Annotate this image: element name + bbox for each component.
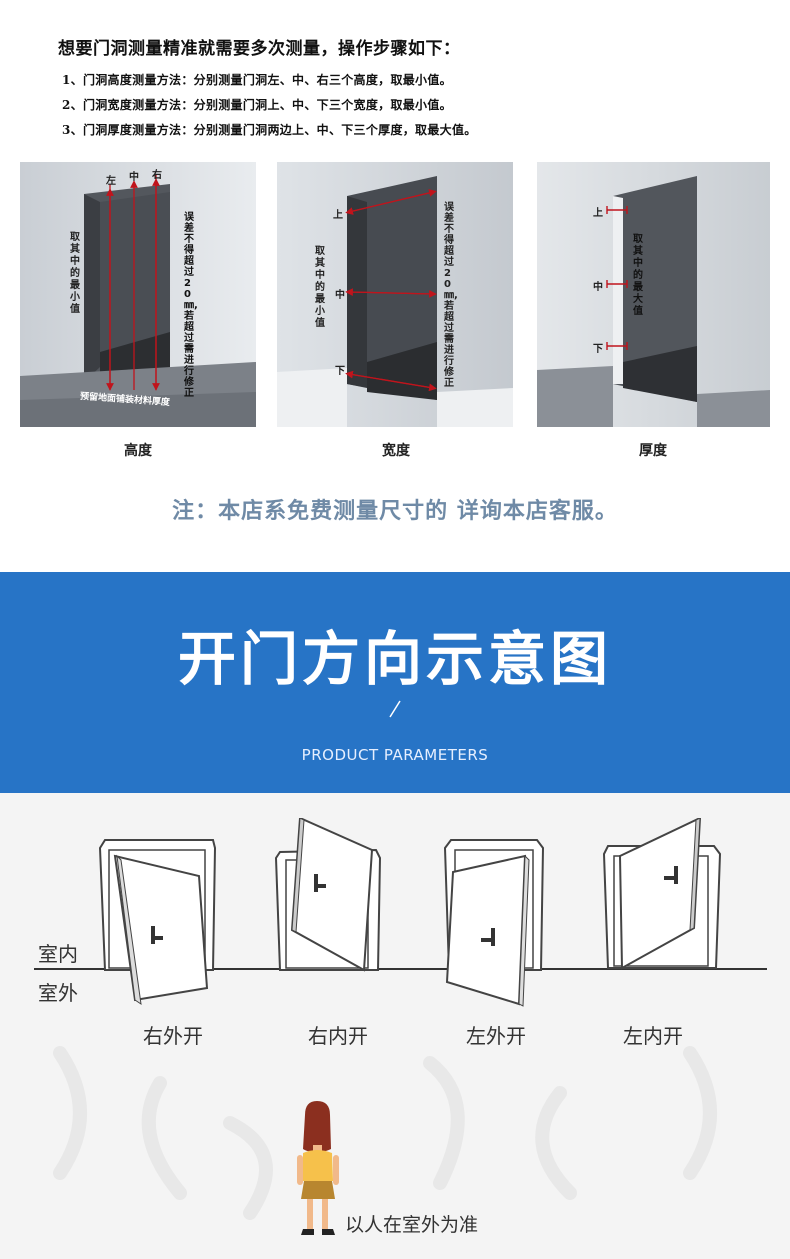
door-caption-right-outward: 右外开 <box>143 1024 203 1048</box>
height-side-note: 取其中的最小值 <box>70 232 80 315</box>
height-error-note: 误差不得超过20㎜,若超过需进行修正 <box>184 212 198 399</box>
measurement-section: 想要门洞测量精准就需要多次测量，操作步骤如下： 1、门洞高度测量方法：分别测量门… <box>0 0 790 560</box>
door-direction-section: 室内 室外 右外开 右内开 左外开 左内开 <box>0 793 790 1259</box>
banner-title: 开门方向示意图 <box>177 625 612 693</box>
outdoor-label: 室外 <box>38 981 78 1005</box>
direction-banner: 开门方向示意图 PRODUCT PARAMETERS <box>0 572 790 793</box>
width-label-mid: 中 <box>335 290 345 301</box>
door-caption-left-inward: 左内开 <box>623 1024 683 1048</box>
measure-step-thickness: 3、门洞厚度测量方法：分别测量门洞两边上、中、下三个厚度，取最大值。 <box>62 123 477 137</box>
width-side-note: 取其中的最小值 <box>315 246 325 329</box>
measure-step-height: 1、门洞高度测量方法：分别测量门洞左、中、右三个高度，取最小值。 <box>62 73 452 87</box>
height-top-label-mid: 中 <box>129 172 139 183</box>
measure-title: 想要门洞测量精准就需要多次测量，操作步骤如下： <box>58 39 461 59</box>
thickness-label-top: 上 <box>593 208 603 219</box>
thickness-diagram: 上 中 下 取其中的最大值 <box>537 162 770 427</box>
person-figure-icon <box>297 1101 339 1235</box>
thickness-side-note: 取其中的最大值 <box>633 234 643 317</box>
width-diagram: 上 中 下 取其中的最小值 误差不得超过20㎜,若超过需进行修正 <box>277 162 513 427</box>
door-left-outward-icon <box>443 839 545 1007</box>
thickness-label-mid: 中 <box>593 282 603 293</box>
door-right-inward-icon <box>274 818 382 972</box>
banner-subtitle: PRODUCT PARAMETERS <box>301 746 489 764</box>
caption-width: 宽度 <box>382 443 410 459</box>
door-left-inward-icon <box>602 818 722 970</box>
service-note: 注：本店系免费测量尺寸的 详询本店客服。 <box>172 499 618 524</box>
person-note: 以人在室外为准 <box>345 1214 479 1236</box>
indoor-label: 室内 <box>38 942 78 966</box>
wall-line <box>34 968 767 970</box>
slash-divider-icon <box>389 700 401 718</box>
height-top-label-left: 左 <box>106 176 116 187</box>
caption-thickness: 厚度 <box>639 443 667 459</box>
door-right-outward-icon <box>98 839 217 1006</box>
height-diagram: 左 中 右 取其中的最小值 误差不得超过20㎜,若超过需进行修正 预留地面铺装材… <box>20 162 256 427</box>
door-caption-right-inward: 右内开 <box>308 1024 368 1048</box>
width-label-top: 上 <box>333 210 343 221</box>
measure-step-width: 2、门洞宽度测量方法：分别测量门洞上、中、下三个宽度，取最小值。 <box>62 98 452 112</box>
height-top-label-right: 右 <box>152 170 162 181</box>
door-caption-left-outward: 左外开 <box>466 1024 526 1048</box>
faint-background-pattern <box>53 1046 717 1220</box>
width-error-note: 误差不得超过20㎜,若超过需进行修正 <box>444 202 458 389</box>
width-label-bottom: 下 <box>335 366 345 377</box>
caption-height: 高度 <box>124 443 152 459</box>
thickness-label-bottom: 下 <box>593 344 603 355</box>
